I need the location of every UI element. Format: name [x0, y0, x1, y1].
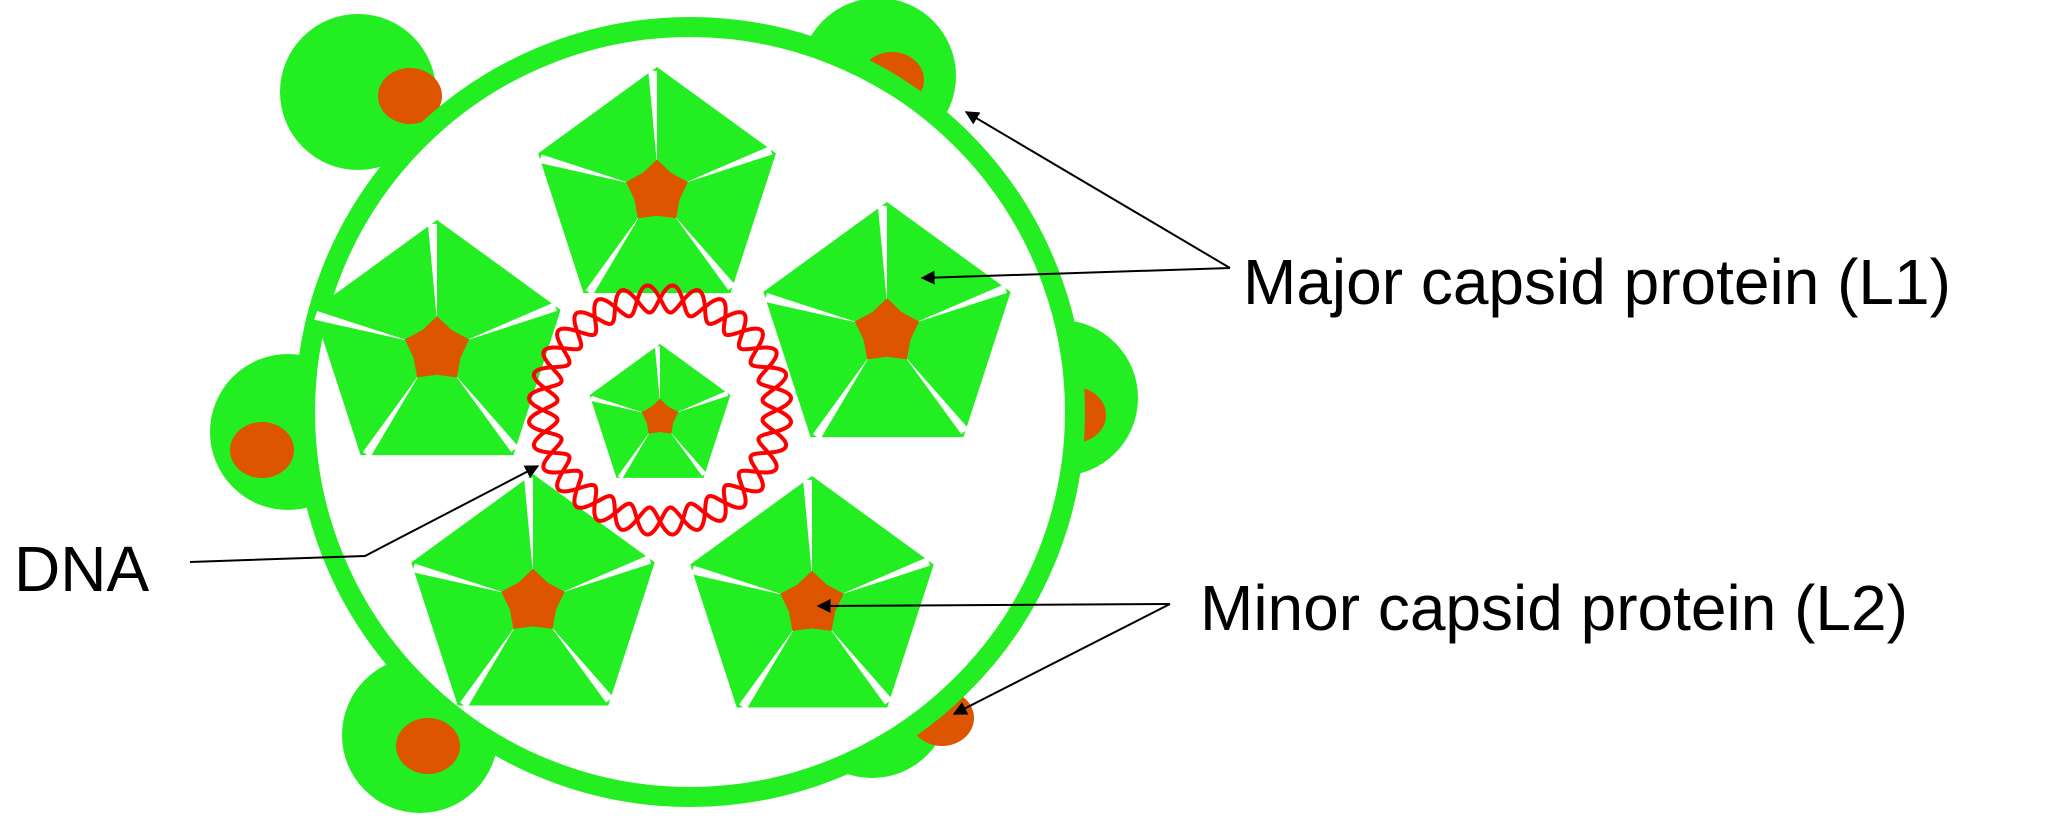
- major-arrow-outer: [964, 111, 1231, 269]
- pentamer-slit: [739, 626, 796, 710]
- pentamer: [763, 202, 1011, 440]
- pentamer-slit: [559, 555, 652, 594]
- pentamer-slit: [803, 479, 812, 576]
- dna-double-helix: [526, 283, 794, 537]
- pentamer: [538, 67, 776, 296]
- pentamer-slit: [903, 355, 969, 435]
- pentamer-slit: [590, 395, 645, 413]
- dna-leader-line: [189, 465, 540, 563]
- pentamer-slit: [914, 284, 1007, 324]
- pentamer-slit: [648, 70, 657, 165]
- pentamer-slit: [314, 311, 410, 342]
- l2-dot: [396, 718, 460, 774]
- pentamer-slit: [538, 154, 631, 184]
- pentamer-slit: [549, 624, 614, 703]
- dna-label: DNA: [14, 533, 149, 605]
- leader-lines: [189, 111, 1231, 715]
- pentamer-slit: [764, 293, 860, 324]
- pentamer-slit: [585, 214, 641, 296]
- dna-strand: [526, 283, 794, 537]
- major-arrow-inner: [920, 267, 1231, 285]
- pentamer-slit: [412, 563, 507, 594]
- pentamer: [313, 220, 561, 458]
- pentamer-slit: [838, 557, 931, 596]
- pentamer-slit: [669, 431, 707, 477]
- pentamer-slit: [673, 214, 736, 291]
- pentameric-capsomers: [313, 67, 1011, 710]
- minor-arrow-outer: [952, 603, 1171, 715]
- pentamer-slit: [691, 565, 786, 596]
- pentamer: [589, 344, 731, 480]
- pentamer-slit: [460, 624, 517, 708]
- l2-core: [780, 570, 844, 631]
- pentamer-slit: [877, 205, 887, 304]
- pentamer-slit: [812, 355, 871, 440]
- central-capsomer: [589, 344, 731, 480]
- l2-dot: [378, 68, 442, 124]
- pentamer-slit: [453, 373, 519, 453]
- pentamer-slit: [427, 223, 437, 322]
- pentamer: [690, 476, 934, 710]
- l2-core: [641, 398, 679, 434]
- l2-core: [854, 298, 920, 360]
- capsomer-bump: [280, 14, 436, 170]
- l2-core: [501, 568, 565, 629]
- pentamer-slit: [654, 346, 660, 402]
- pentamer-slit: [617, 431, 651, 480]
- pentamer-slit: [464, 302, 557, 342]
- pentamer: [411, 474, 655, 708]
- l2-core: [626, 159, 688, 219]
- pentamer-slit: [675, 390, 729, 413]
- minor-capsid-protein-label: Minor capsid protein (L2): [1200, 572, 1908, 644]
- major-capsid-protein-label: Major capsid protein (L1): [1243, 246, 1951, 318]
- pentamer-slit: [362, 373, 421, 458]
- minor-arrow-inner: [816, 598, 1171, 613]
- l2-core: [404, 316, 470, 378]
- l2-dot: [230, 422, 294, 478]
- pentamer-slit: [683, 146, 773, 184]
- pentamer-slit: [828, 626, 893, 705]
- pentamer-slit: [524, 477, 533, 574]
